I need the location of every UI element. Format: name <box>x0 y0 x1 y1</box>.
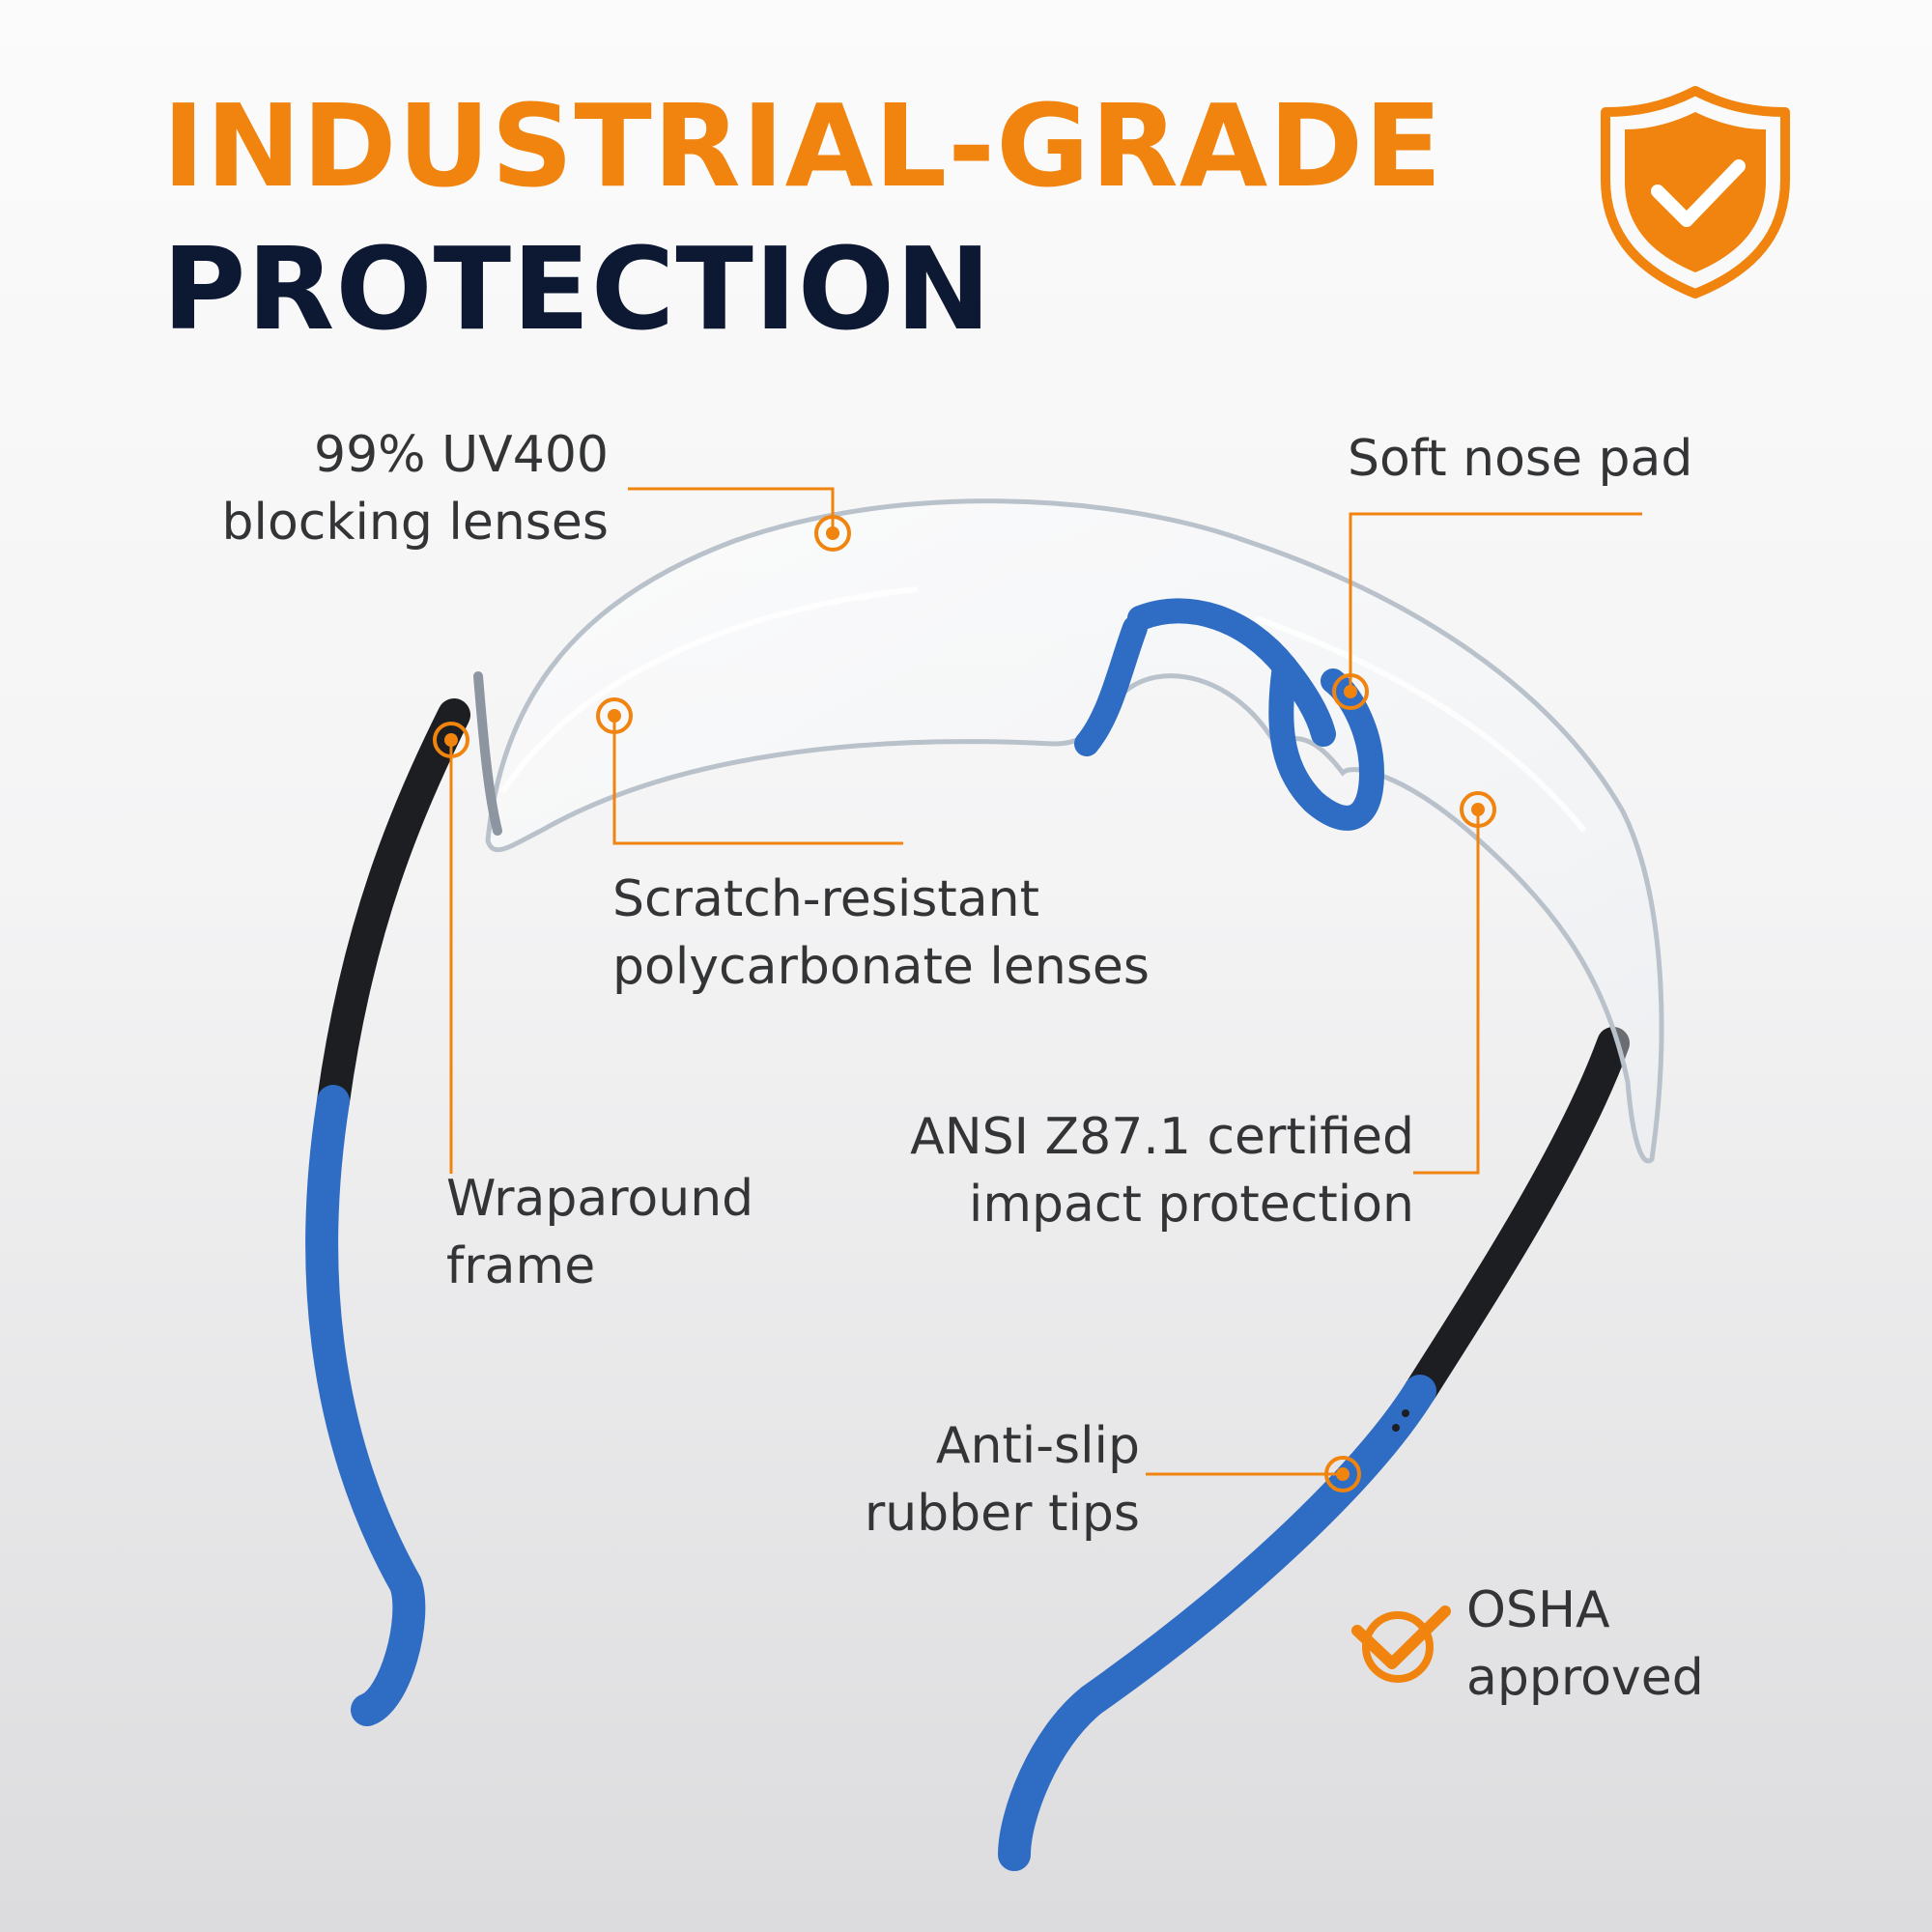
check-circle-icon <box>1351 1605 1451 1683</box>
lens-shield <box>473 498 1664 1164</box>
feature-tips-line-2: rubber tips <box>864 1485 1140 1543</box>
feature-ansi-line-2: impact protection <box>968 1176 1414 1234</box>
feature-nose-pad-line-1: Soft nose pad <box>1348 430 1693 488</box>
feature-scratch-line-1: Scratch-resistant <box>612 870 1039 928</box>
feature-frame-label: Wraparound frame <box>446 1165 753 1300</box>
osha-line-1: OSHA <box>1466 1581 1610 1639</box>
callout-markers <box>433 515 1496 1492</box>
osha-line-2: approved <box>1466 1649 1704 1707</box>
headline-line-2: PROTECTION <box>162 222 992 355</box>
feature-tips-label: Anti-slip rubber tips <box>865 1412 1140 1548</box>
shield-check-icon <box>1601 86 1790 298</box>
marker-frame-hinge <box>433 722 469 758</box>
right-temple-arm <box>998 1027 1630 1871</box>
left-temple-arm <box>305 698 470 1726</box>
feature-ansi-line-1: ANSI Z87.1 certified <box>910 1108 1414 1166</box>
headline-line-1: INDUSTRIAL-GRADE <box>162 79 1443 213</box>
feature-uv-line-1: 99% UV400 <box>314 426 609 484</box>
marker-nose-pad <box>1332 673 1369 710</box>
marker-scratch-lens <box>596 697 633 734</box>
marker-ansi-lens <box>1460 791 1496 828</box>
callout-lines <box>449 487 1642 1476</box>
feature-tips-line-1: Anti-slip <box>935 1417 1140 1475</box>
feature-frame-line-2: frame <box>446 1237 596 1295</box>
feature-scratch-line-2: polycarbonate lenses <box>612 938 1151 996</box>
feature-ansi-label: ANSI Z87.1 certified impact protection <box>910 1103 1414 1238</box>
osha-badge-label: OSHA approved <box>1466 1577 1704 1712</box>
nose-pad-bridge <box>1074 598 1385 831</box>
feature-scratch-label: Scratch-resistant polycarbonate lenses <box>612 866 1150 1001</box>
marker-rubber-tip <box>1324 1456 1361 1492</box>
feature-uv-line-2: blocking lenses <box>221 494 610 552</box>
feature-frame-line-1: Wraparound <box>446 1170 754 1228</box>
feature-nose-pad-label: Soft nose pad <box>1348 425 1692 493</box>
marker-uv-lens <box>814 515 851 552</box>
feature-uv-label: 99% UV400 blocking lenses <box>222 421 610 556</box>
